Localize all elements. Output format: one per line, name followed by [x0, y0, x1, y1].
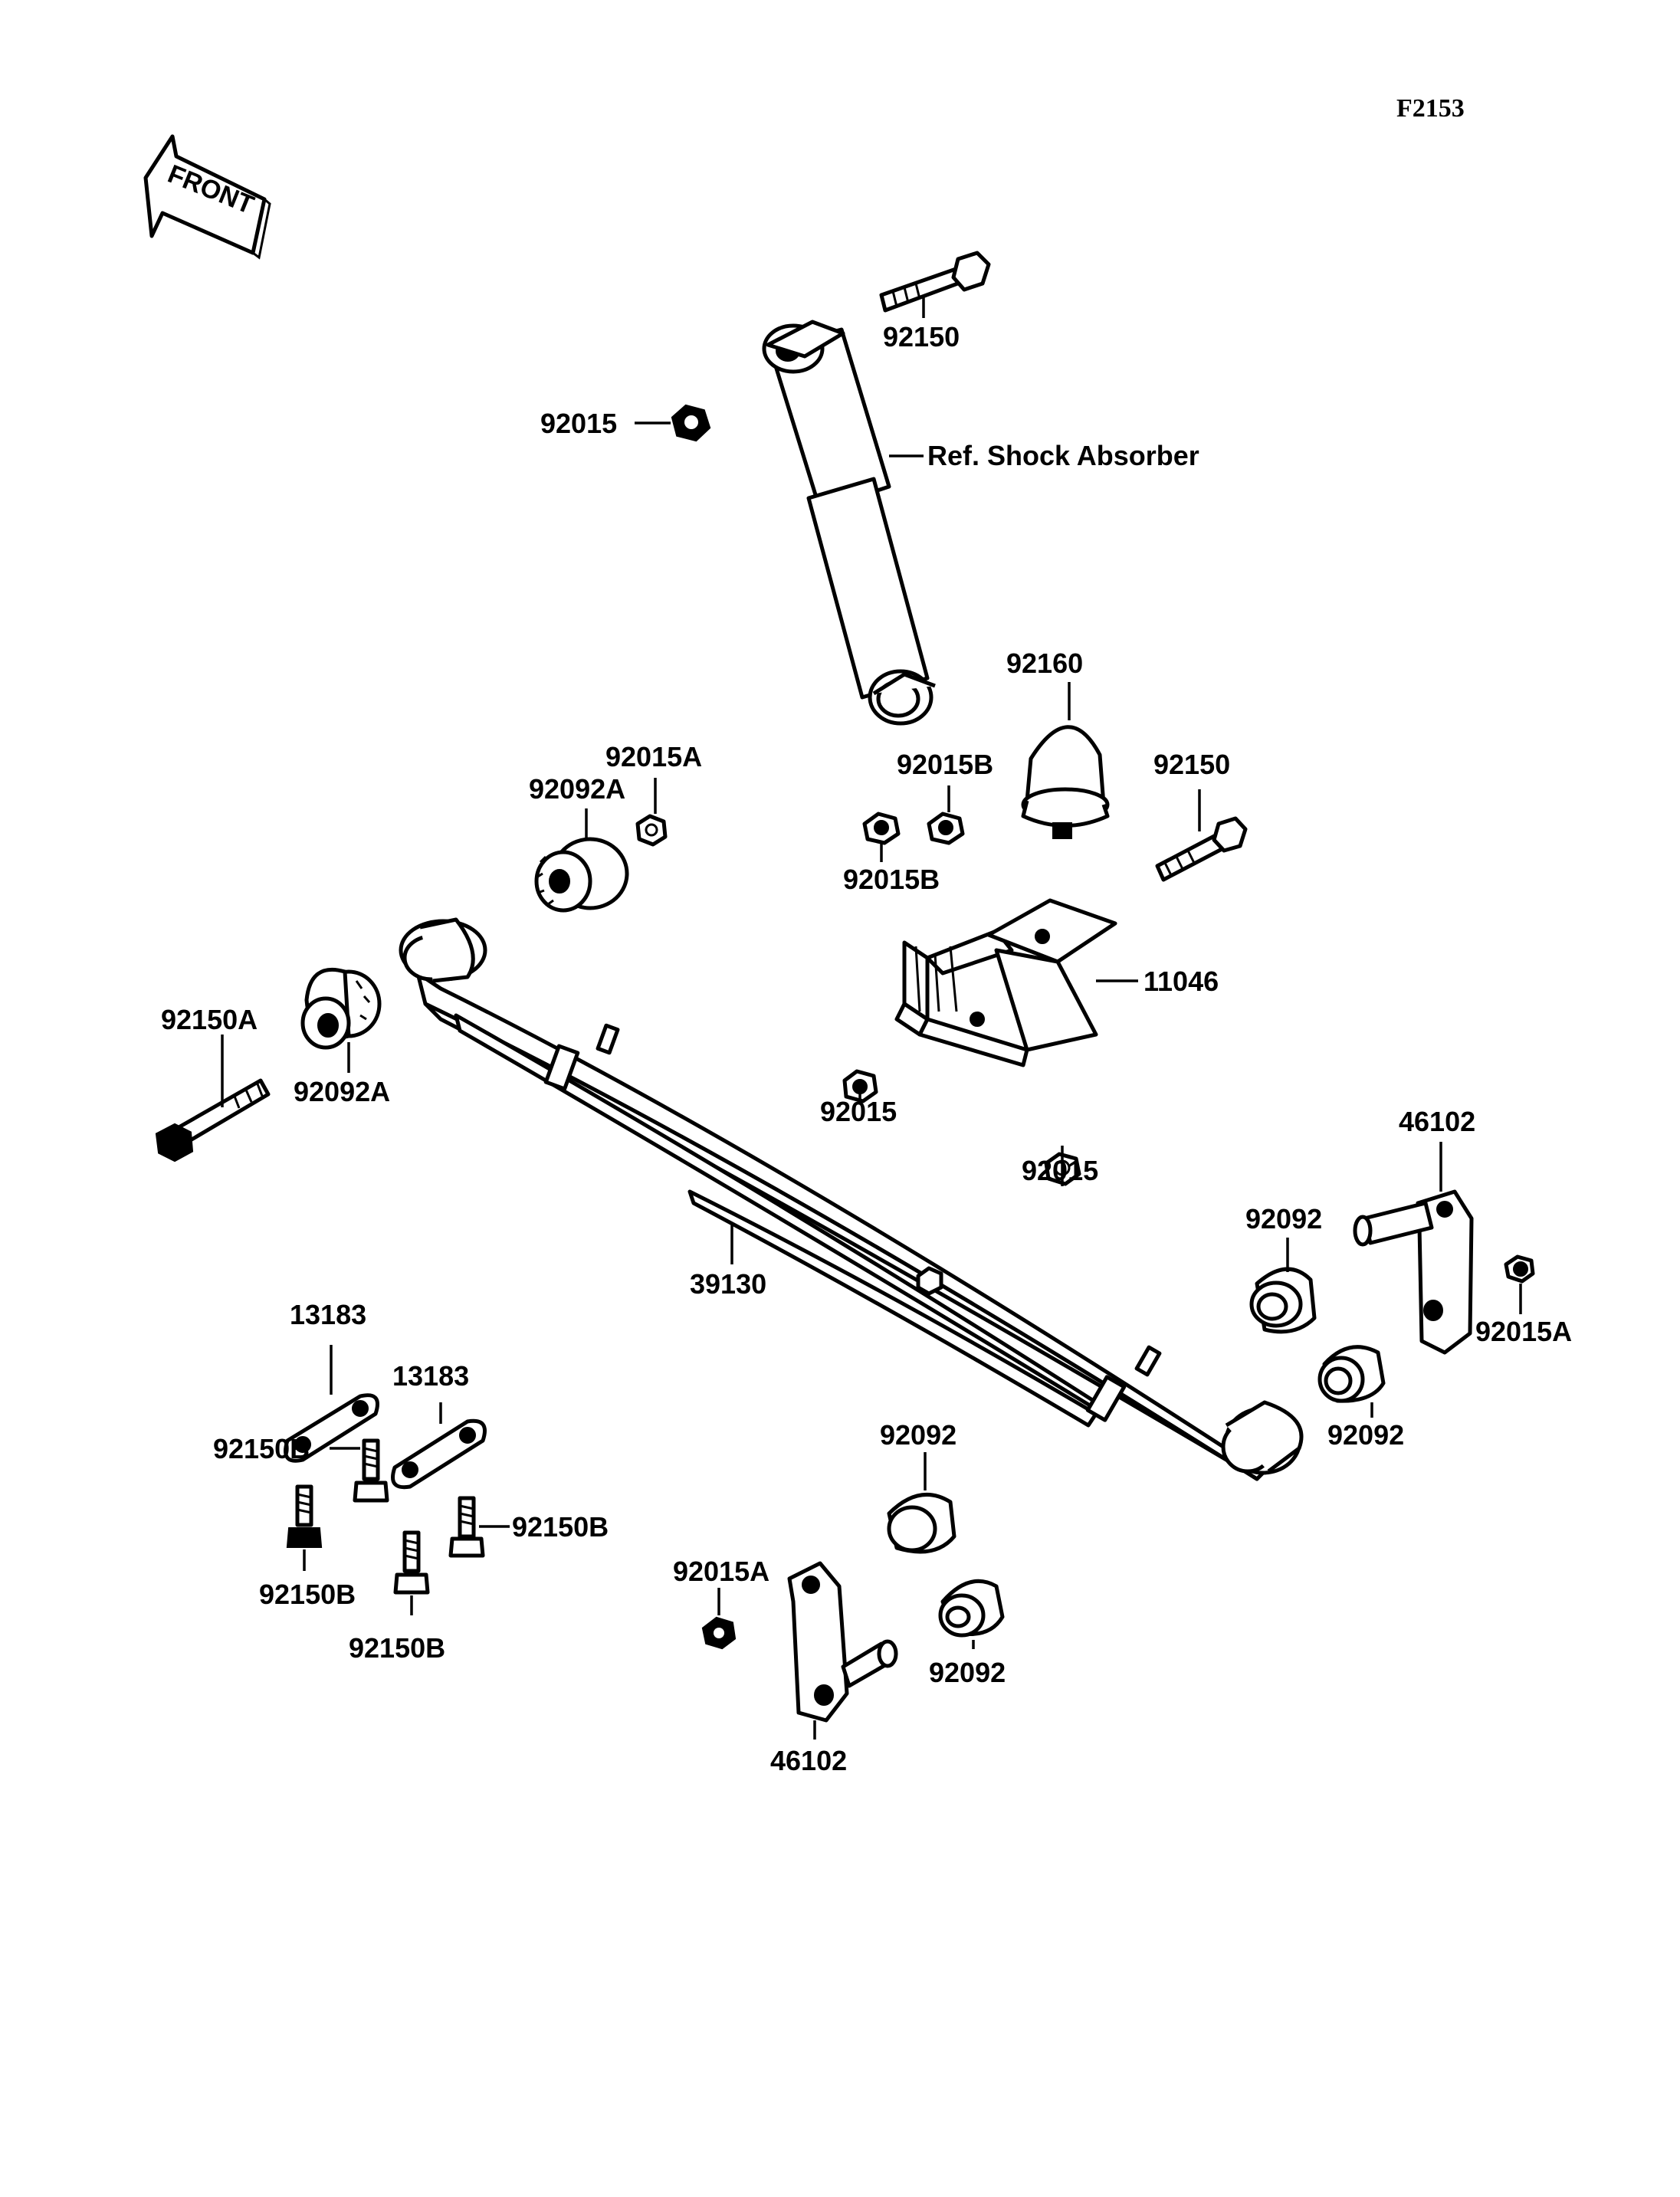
label-bolt-right-mid: 92150	[1153, 749, 1230, 780]
bolt-icon	[155, 1078, 271, 1162]
bushing	[300, 967, 382, 1050]
label-plate-upper: 13183	[290, 1299, 366, 1330]
bolt-icon	[448, 1496, 485, 1558]
label-bolt-b-3: 92150B	[512, 1511, 609, 1543]
nut-icon	[635, 814, 668, 847]
bushing	[1317, 1345, 1386, 1403]
label-nut-b-lower: 92015B	[843, 864, 940, 895]
shackle	[787, 1561, 898, 1723]
label-bushing-right-upper: 92092	[1245, 1203, 1322, 1235]
label-bushing-right-lower: 92092	[1327, 1419, 1404, 1451]
nut-icon	[671, 404, 711, 442]
bushing	[938, 1579, 1005, 1638]
bracket	[894, 898, 1117, 1067]
bolt-icon	[1155, 816, 1248, 882]
label-nut-bracket-left: 92015	[820, 1096, 897, 1127]
plate	[284, 1393, 379, 1463]
label-shackle-right: 46102	[1399, 1106, 1475, 1137]
label-bolt-a-left: 92150A	[161, 1004, 258, 1035]
front-arrow-icon: FRONT	[143, 134, 271, 260]
label-bracket: 11046	[1144, 966, 1219, 997]
label-plate-lower: 13183	[392, 1360, 469, 1392]
shackle	[1353, 1189, 1474, 1355]
label-nut-a-bottom: 92015A	[673, 1556, 769, 1587]
figure-code: F2153	[1396, 94, 1465, 123]
label-bushing-a-left: 92092A	[294, 1076, 390, 1107]
label-bushing-bottom-lower: 92092	[929, 1657, 1006, 1688]
bolt-icon	[879, 251, 991, 313]
label-bolt-top: 92150	[883, 321, 960, 353]
nut-icon	[862, 812, 901, 845]
bushing	[534, 837, 629, 913]
leaf-spring	[399, 917, 1304, 1481]
label-nut-b-upper: 92015B	[897, 749, 993, 780]
bushing	[1249, 1267, 1317, 1334]
label-bolt-b-1: 92150B	[213, 1433, 310, 1464]
nut-icon	[927, 812, 965, 845]
label-bump-stop: 92160	[1006, 648, 1083, 679]
label-shackle-bottom: 46102	[770, 1745, 847, 1776]
label-nut-a-right: 92015A	[1475, 1316, 1572, 1347]
label-bolt-b-2: 92150B	[259, 1579, 356, 1610]
bump-stop	[1021, 725, 1110, 839]
bolt-icon	[353, 1438, 389, 1503]
label-nut-bracket-right: 92015	[1022, 1155, 1098, 1186]
label-bushing-a-top: 92092A	[529, 773, 625, 805]
plate	[391, 1418, 487, 1490]
shock-absorber-ref-label: Ref. Shock Absorber	[927, 440, 1199, 471]
label-leaf-spring: 39130	[690, 1268, 766, 1300]
shock-absorber	[762, 320, 936, 726]
nut-icon	[701, 1616, 737, 1650]
label-bolt-b-4: 92150B	[349, 1632, 445, 1664]
nut-icon	[1504, 1254, 1535, 1284]
bolt-icon	[393, 1530, 430, 1595]
bolt-icon	[286, 1484, 323, 1548]
label-nut-top: 92015	[540, 408, 617, 439]
label-bushing-bottom-upper: 92092	[880, 1419, 956, 1451]
bushing	[887, 1492, 956, 1554]
label-nut-a-mid: 92015A	[605, 741, 702, 772]
